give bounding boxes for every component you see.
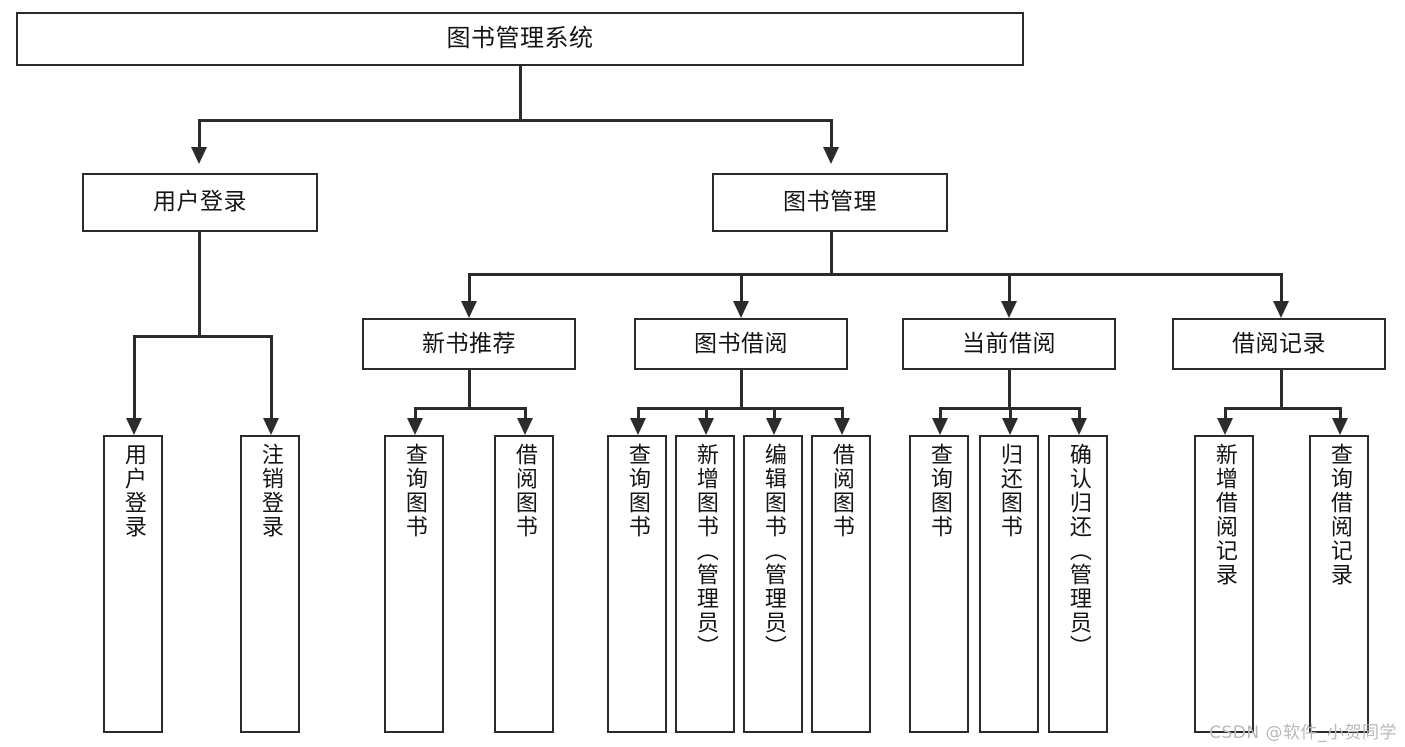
connector-user-login-stem <box>198 232 201 335</box>
connector-root-bus <box>198 119 832 122</box>
connector-book-manage-bus <box>468 273 1280 276</box>
arrow-g3-l2 <box>698 418 714 435</box>
connector-drop-g2-l1 <box>414 407 417 418</box>
node-book-borrow[interactable]: 图书借阅 <box>634 318 848 370</box>
node-borrow-records[interactable]: 借阅记录 <box>1172 318 1386 370</box>
connector-drop-new-books <box>468 273 471 301</box>
leaf-query-book-current[interactable]: 查询图书 <box>909 435 969 733</box>
connector-root-stem <box>519 66 522 119</box>
connector-records-stem <box>1280 370 1283 407</box>
node-label: 用户登录 <box>153 189 247 216</box>
connector-drop-g4-l2 <box>1009 407 1012 418</box>
connector-borrow-stem <box>740 370 743 407</box>
leaf-add-book-admin[interactable]: 新增图书（管理员） <box>675 435 735 733</box>
node-label: 当前借阅 <box>962 330 1056 357</box>
connector-drop-leaf-logout <box>270 335 273 418</box>
connector-drop-g5-l1 <box>1224 407 1227 418</box>
node-label: 确认归还（管理员） <box>1065 443 1091 659</box>
node-label: 归还图书 <box>996 443 1022 539</box>
connector-drop-g5-l2 <box>1339 407 1342 418</box>
leaf-add-borrow-record[interactable]: 新增借阅记录 <box>1194 435 1254 733</box>
arrow-g3-l3 <box>766 418 782 435</box>
leaf-edit-book-admin[interactable]: 编辑图书（管理员） <box>743 435 803 733</box>
arrow-g4-l3 <box>1071 418 1087 435</box>
node-label: 新增借阅记录 <box>1211 443 1237 587</box>
node-label: 借阅图书 <box>828 443 854 539</box>
connector-drop-leaf-user-login <box>133 335 136 418</box>
arrow-leaf-logout <box>263 418 279 435</box>
connector-drop-g2-l2 <box>524 407 527 418</box>
node-user-login[interactable]: 用户登录 <box>82 173 318 232</box>
connector-user-login-bus <box>133 335 270 338</box>
arrow-g2-l2 <box>517 418 533 435</box>
connector-book-manage-stem <box>830 232 833 273</box>
node-label: 注销登录 <box>257 443 283 539</box>
arrow-user-login <box>191 147 207 164</box>
connector-new-book-stem <box>468 370 471 407</box>
node-current-borrow[interactable]: 当前借阅 <box>902 318 1116 370</box>
connector-drop-borrow <box>740 273 743 301</box>
node-label: 新增图书（管理员） <box>692 443 718 659</box>
leaf-borrow-book[interactable]: 借阅图书 <box>811 435 871 733</box>
arrow-records <box>1273 301 1289 318</box>
node-label: 图书管理 <box>783 189 877 216</box>
arrow-current-borrow <box>1001 301 1017 318</box>
leaf-query-book-borrow[interactable]: 查询图书 <box>607 435 667 733</box>
arrow-g3-l4 <box>834 418 850 435</box>
leaf-user-login[interactable]: 用户登录 <box>103 435 163 733</box>
arrow-borrow <box>733 301 749 318</box>
arrow-book-manage <box>823 147 839 164</box>
connector-drop-user-login <box>198 119 201 147</box>
node-label: 查询图书 <box>926 443 952 539</box>
arrow-g5-l2 <box>1332 418 1348 435</box>
leaf-confirm-return-admin[interactable]: 确认归还（管理员） <box>1048 435 1108 733</box>
connector-drop-g3-l4 <box>841 407 844 418</box>
node-label: 图书管理系统 <box>446 24 594 53</box>
node-label: 新书推荐 <box>422 330 516 357</box>
connector-drop-g3-l1 <box>637 407 640 418</box>
connector-drop-g3-l3 <box>773 407 776 418</box>
leaf-query-book-recommend[interactable]: 查询图书 <box>384 435 444 733</box>
connector-borrow-bus <box>637 407 843 410</box>
leaf-borrow-book-recommend[interactable]: 借阅图书 <box>494 435 554 733</box>
node-book-management[interactable]: 图书管理 <box>712 173 948 232</box>
connector-new-book-bus <box>414 407 526 410</box>
connector-drop-g3-l2 <box>705 407 708 418</box>
node-label: 借阅图书 <box>511 443 537 539</box>
leaf-logout[interactable]: 注销登录 <box>240 435 300 733</box>
node-label: 编辑图书（管理员） <box>760 443 786 659</box>
connector-drop-records <box>1280 273 1283 301</box>
arrow-g4-l1 <box>932 418 948 435</box>
connector-drop-book-manage <box>830 119 833 147</box>
leaf-return-book[interactable]: 归还图书 <box>979 435 1039 733</box>
connector-current-borrow-stem <box>1008 370 1011 407</box>
node-root-system[interactable]: 图书管理系统 <box>16 12 1024 66</box>
leaf-query-borrow-record[interactable]: 查询借阅记录 <box>1309 435 1369 733</box>
arrow-g4-l2 <box>1002 418 1018 435</box>
arrow-g3-l1 <box>630 418 646 435</box>
connector-drop-current-borrow <box>1008 273 1011 301</box>
arrow-g2-l1 <box>407 418 423 435</box>
node-label: 查询借阅记录 <box>1326 443 1352 587</box>
connector-drop-g4-l1 <box>939 407 942 418</box>
connector-records-bus <box>1224 407 1341 410</box>
node-label: 用户登录 <box>120 443 146 539</box>
arrow-new-books <box>461 301 477 318</box>
node-label: 借阅记录 <box>1232 330 1326 357</box>
node-label: 图书借阅 <box>694 330 788 357</box>
arrow-leaf-user-login <box>126 418 142 435</box>
arrow-g5-l1 <box>1217 418 1233 435</box>
connector-drop-g4-l3 <box>1078 407 1081 418</box>
node-new-book-recommend[interactable]: 新书推荐 <box>362 318 576 370</box>
node-label: 查询图书 <box>624 443 650 539</box>
node-label: 查询图书 <box>401 443 427 539</box>
